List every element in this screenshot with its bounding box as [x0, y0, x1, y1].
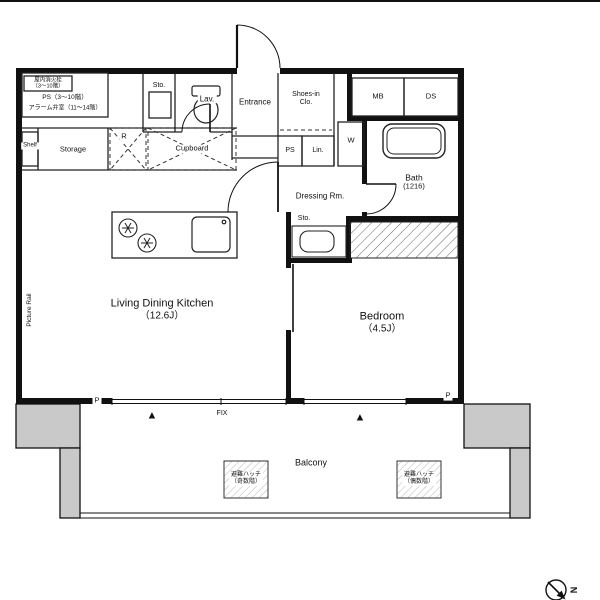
north-arrow-icon [545, 579, 567, 600]
lavatory-label: Lav. [197, 94, 217, 104]
dressing-room-label: Dressing Rm. [295, 191, 345, 201]
fire-hydrant-label: 屋内消火栓 （3〜10階） [32, 78, 63, 91]
pillar-right-label: P [443, 390, 453, 401]
partitions [21, 72, 459, 259]
doors [181, 24, 397, 332]
bedroom-line1: Bedroom [359, 310, 405, 323]
balcony-railing [80, 512, 510, 519]
windows [111, 398, 407, 405]
fire-hydrant-line2: （3〜10階） [32, 84, 64, 90]
storage-label: Storage [59, 144, 87, 154]
pillar-left-label: P [92, 395, 102, 406]
stove-icon [118, 218, 157, 253]
balcony-structure [15, 403, 531, 519]
window-marker-triangle-left: ▲ [146, 409, 158, 422]
ps-shaft-label: PS（3〜10階） [42, 94, 88, 102]
cupboard-label: Cupboard [173, 143, 211, 154]
shoes-in-line1: Shoes-in [292, 90, 320, 98]
dashed-fixtures [109, 127, 332, 171]
fix-window-label: FIX [216, 409, 228, 417]
shelf-label: Shelf [21, 142, 39, 150]
linen-label: Lin. [312, 146, 324, 154]
bath-label: Bath (1216) [403, 173, 425, 192]
storage-top-label: Sto. [152, 81, 166, 89]
shoes-in-closet-label: Shoes-in Clo. [292, 91, 320, 108]
escape-hatch-left-label: 避難ハッチ （奇数階） [228, 471, 264, 487]
washer-label: W [347, 135, 355, 145]
kitchen-sink-icon [191, 216, 231, 253]
escape-hatch-left-line1: 避難ハッチ [228, 471, 264, 479]
bedroom-label: Bedroom （4.5J） [360, 311, 405, 336]
bedroom-closet-hatch [349, 221, 459, 259]
balcony-label: Balcony [294, 457, 328, 468]
stove-burner-icon [122, 222, 153, 249]
ldk-line2: （12.6J） [139, 310, 185, 322]
shoes-in-line2: Clo. [299, 99, 313, 106]
duct-space-label: DS [425, 91, 437, 101]
bathtub-icon [382, 123, 446, 159]
meter-box-label: MB [372, 91, 384, 101]
storage-small-label: Sto. [295, 214, 313, 224]
bath-line2: (1216) [403, 181, 425, 191]
escape-hatch-left-line2: （奇数階） [228, 479, 264, 487]
alarm-valve-label: アラーム弁室（11〜14階） [28, 105, 102, 112]
escape-hatch-right-line1: 避難ハッチ [401, 471, 437, 479]
bedroom-line2: （4.5J） [362, 323, 402, 335]
ldk-label: Living Dining Kitchen （12.6J） [111, 298, 214, 323]
ldk-line1: Living Dining Kitchen [110, 297, 214, 310]
fire-hydrant-line1: 屋内消火栓 [34, 77, 62, 84]
refrigerator-label: R [119, 131, 129, 142]
entrance-label: Entrance [238, 97, 272, 107]
pipe-space-label: PS [285, 146, 295, 154]
window-marker-triangle-right: ▲ [354, 411, 366, 424]
escape-hatch-right-line2: （偶数階） [401, 479, 437, 487]
compass-north-label: N [568, 586, 579, 594]
picture-rail-label: Picture Rail [26, 293, 34, 327]
escape-hatch-right-label: 避難ハッチ （偶数階） [401, 471, 437, 487]
bath-line1: Bath [405, 172, 423, 183]
washbasin-icon [291, 225, 347, 258]
